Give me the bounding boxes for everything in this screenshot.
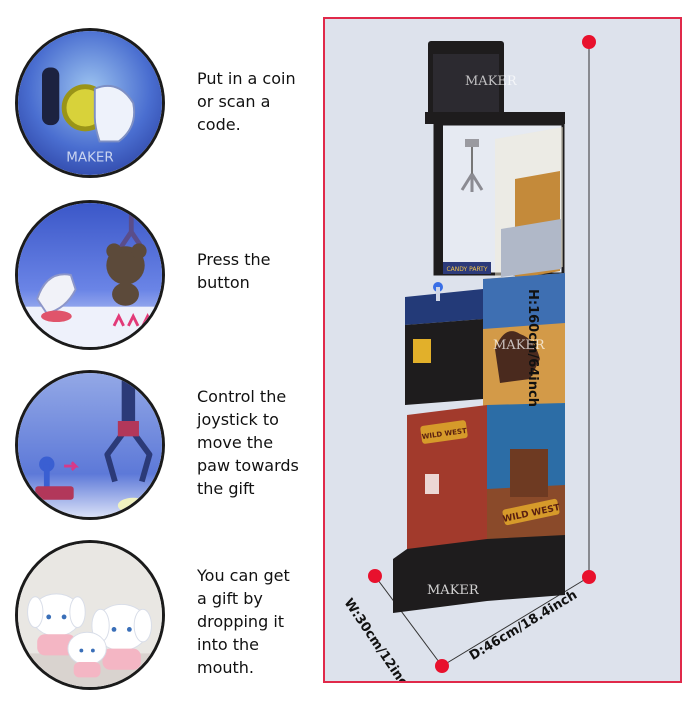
- watermark-bottom: MAKER: [427, 583, 480, 598]
- width-left-marker: [368, 569, 382, 583]
- step-1-image: MAKER: [15, 28, 165, 178]
- corner-marker: [435, 659, 449, 673]
- height-top-marker: [582, 35, 596, 49]
- product-panel: CANDY PARTY WILD WEST WILD WEST MAKER MA…: [323, 17, 682, 683]
- step-2-image: [15, 200, 165, 350]
- claw-machine-illustration: CANDY PARTY WILD WEST WILD WEST MAKER MA…: [368, 35, 596, 673]
- press-button-icon: [18, 203, 162, 347]
- step-1-text: Put in a coin or scan a code.: [197, 69, 296, 134]
- step-4-text: You can get a gift by dropping it into t…: [197, 566, 290, 677]
- watermark-mid: MAKER: [493, 338, 546, 353]
- watermark-top: MAKER: [465, 74, 518, 89]
- depth-right-marker: [582, 570, 596, 584]
- marquee-text: CANDY PARTY: [446, 266, 487, 273]
- joystick-claw-icon: [18, 373, 162, 517]
- coin-insert-icon: MAKER: [18, 31, 162, 175]
- step-3-image: [15, 370, 165, 520]
- watermark-text: MAKER: [66, 151, 113, 166]
- plush-gift-icon: [18, 543, 162, 687]
- height-label: H:160cm/64inch: [525, 289, 540, 407]
- step-3-text: Control the joystick to move the paw tow…: [197, 387, 299, 498]
- step-2-text: Press the button: [197, 250, 271, 292]
- step-4-image: [15, 540, 165, 690]
